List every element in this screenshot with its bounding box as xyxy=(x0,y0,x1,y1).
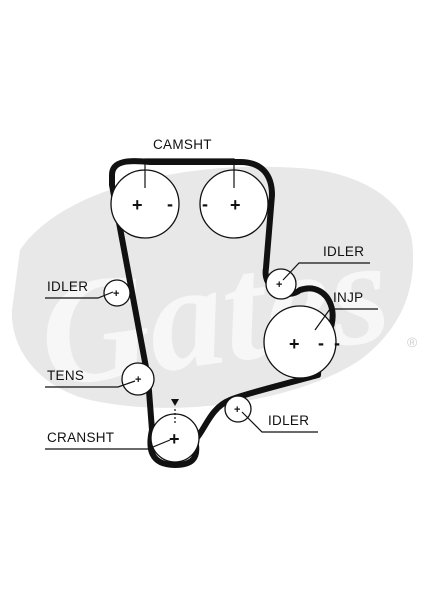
label-injp-text: INJP xyxy=(333,290,363,305)
minus-sign: - xyxy=(202,194,208,214)
idler-pulley-top-right: + xyxy=(265,268,297,300)
idler-pulley-left: + xyxy=(103,279,131,307)
idler-pulley-bottom-right: + xyxy=(224,395,252,423)
label-camsht: CAMSHT xyxy=(144,137,235,188)
label-idler-bottom-right-text: IDLER xyxy=(268,413,309,428)
camshaft-pulley-right: - + xyxy=(199,169,269,239)
plus-sign: + xyxy=(289,334,300,354)
label-idler-left-text: IDLER xyxy=(47,279,88,294)
leader-injp xyxy=(314,308,378,331)
injection-pump-pulley: + - - xyxy=(263,305,340,379)
leader-cransht xyxy=(45,439,171,450)
minus-sign: - xyxy=(318,333,324,353)
plus-sign: + xyxy=(230,195,241,215)
minus-sign: - xyxy=(334,333,340,353)
minus-sign: - xyxy=(167,194,173,214)
leader-idler-bottom-right xyxy=(241,411,318,433)
watermark-trademark: ® xyxy=(407,334,418,350)
label-idler-bottom-right: IDLER xyxy=(241,411,318,433)
label-cransht: CRANSHT xyxy=(45,430,171,450)
label-tens-text: TENS xyxy=(47,368,84,383)
label-idler-left: IDLER xyxy=(45,279,114,299)
plus-sign: + xyxy=(132,195,143,215)
tensioner-pulley: + xyxy=(121,362,155,396)
plus-sign: + xyxy=(234,404,240,416)
leader-idler-left xyxy=(45,291,114,299)
crankshaft-pulley: + xyxy=(150,399,200,463)
timing-mark-triangle-icon xyxy=(171,399,179,406)
label-idler-top-right: IDLER xyxy=(282,244,370,281)
leader-tens xyxy=(45,380,136,388)
label-camsht-text: CAMSHT xyxy=(153,137,212,152)
plus-sign: + xyxy=(169,429,180,449)
leader-camsht xyxy=(144,158,235,188)
label-cransht-text: CRANSHT xyxy=(47,430,114,445)
plus-sign: + xyxy=(135,374,141,386)
label-idler-top-right-text: IDLER xyxy=(323,244,364,259)
plus-sign: + xyxy=(276,279,282,291)
label-injp: INJP xyxy=(314,290,378,331)
label-tens: TENS xyxy=(45,368,136,388)
plus-sign: + xyxy=(113,288,119,300)
leader-idler-top-right xyxy=(282,262,370,281)
